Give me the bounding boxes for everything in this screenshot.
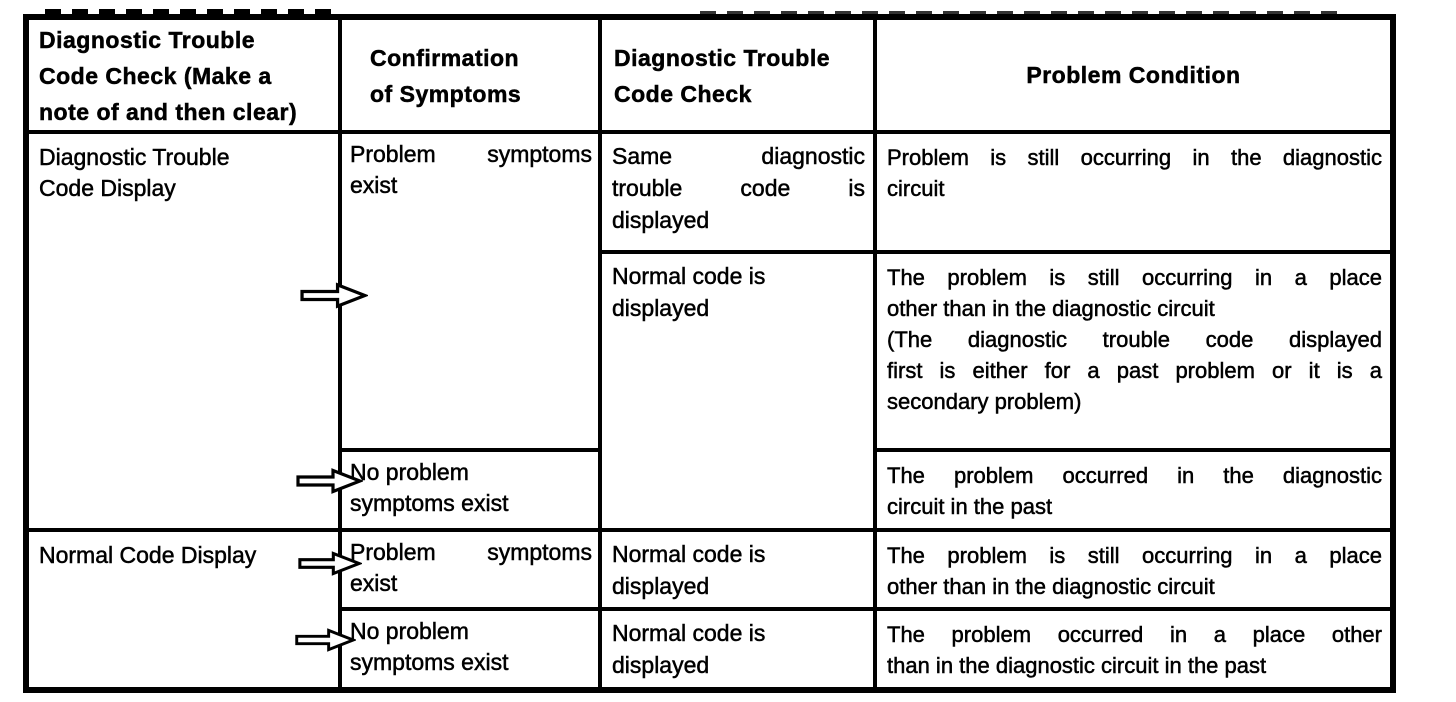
header-dtc-check-note: Diagnostic Trouble Code Check (Make a no… [24,15,342,134]
cell-condition-still-occurring-other: The problem is still occurring in a plac… [873,528,1395,611]
table-row: No problem symptoms exist The problem oc… [26,448,1395,532]
header-problem-condition: Problem Condition [873,15,1395,134]
cell-condition-still-occurring-circuit: Problem is still occurring in the diagno… [873,130,1395,254]
right-arrow-icon [294,626,356,654]
cell-normal-code-display: Normal Code Display [24,528,342,692]
cell-normal-code-displayed-1: Normal code is displayed [598,250,877,532]
cell-no-problem-symptoms-2: No problem symptoms exist [338,607,602,692]
cell-condition-other-place: The problem is still occurring in a plac… [873,250,1395,452]
header-confirmation-of-symptoms: Confirmation of Symptoms [338,15,602,134]
cell-dtc-display: Diagnostic Trouble Code Display [24,130,342,532]
scan-artifact [45,9,335,14]
header-dtc-check: Diagnostic Trouble Code Check [598,15,877,134]
right-arrow-icon [299,281,368,310]
cell-normal-code-displayed-3: Normal code is displayed [598,607,877,692]
table-row: Diagnostic Trouble Code Display Problem … [24,130,1395,532]
diagnostic-trouble-code-table: Diagnostic Trouble Code Check (Make a no… [23,14,1396,693]
header-row: Diagnostic Trouble Code Check (Make a no… [24,15,1395,134]
scan-artifact [700,11,1340,14]
cell-no-problem-symptoms-1: No problem symptoms exist [338,448,602,532]
table-row: Normal code is displayed The problem is … [26,250,1395,532]
right-arrow-icon [295,467,363,495]
table-row: No problem symptoms exist Normal code is… [26,607,1395,692]
right-arrow-icon [297,550,362,577]
condition-text: The problem is still occurring in a plac… [887,265,1383,322]
cell-normal-code-displayed-2: Normal code is displayed [598,528,877,611]
